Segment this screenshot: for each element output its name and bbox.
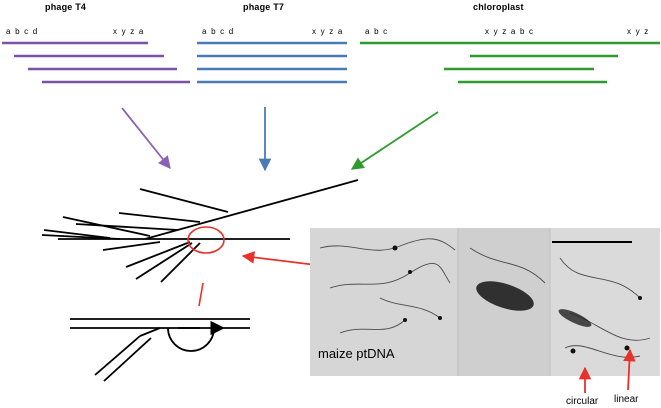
- green-arrow: [350, 111, 439, 170]
- purple-arrow: [121, 107, 171, 169]
- t7-seq-right: x y z a: [312, 27, 344, 36]
- t4-seq-left: a b c d: [6, 27, 39, 36]
- micrograph-panel: [310, 228, 660, 376]
- scale-bar: [552, 241, 632, 243]
- red-pointer-line: [198, 282, 204, 307]
- title-phage-t4: phage T4: [45, 2, 87, 12]
- branched-structure: [41, 179, 359, 283]
- micrograph-image: [310, 228, 660, 376]
- micrograph-label: maize ptDNA: [318, 346, 395, 361]
- t4-lines: [2, 41, 190, 84]
- chloroplast-seq-right: x y z: [627, 27, 650, 36]
- fork-junction-detail: [70, 318, 250, 382]
- circular-label: circular: [566, 396, 599, 407]
- title-chloroplast: chloroplast: [473, 2, 524, 12]
- t7-lines: [197, 41, 347, 84]
- junction-highlight-circle: [187, 226, 225, 254]
- t7-seq-left: a b c d: [202, 27, 235, 36]
- chloroplast-lines: [360, 41, 660, 84]
- title-phage-t7: phage T7: [243, 2, 285, 12]
- chloroplast-seq-left: a b c: [365, 27, 389, 36]
- linear-label: linear: [614, 394, 639, 405]
- chloroplast-seq-mid: x y z a b c: [485, 27, 535, 36]
- t4-seq-right: x y z a: [113, 27, 145, 36]
